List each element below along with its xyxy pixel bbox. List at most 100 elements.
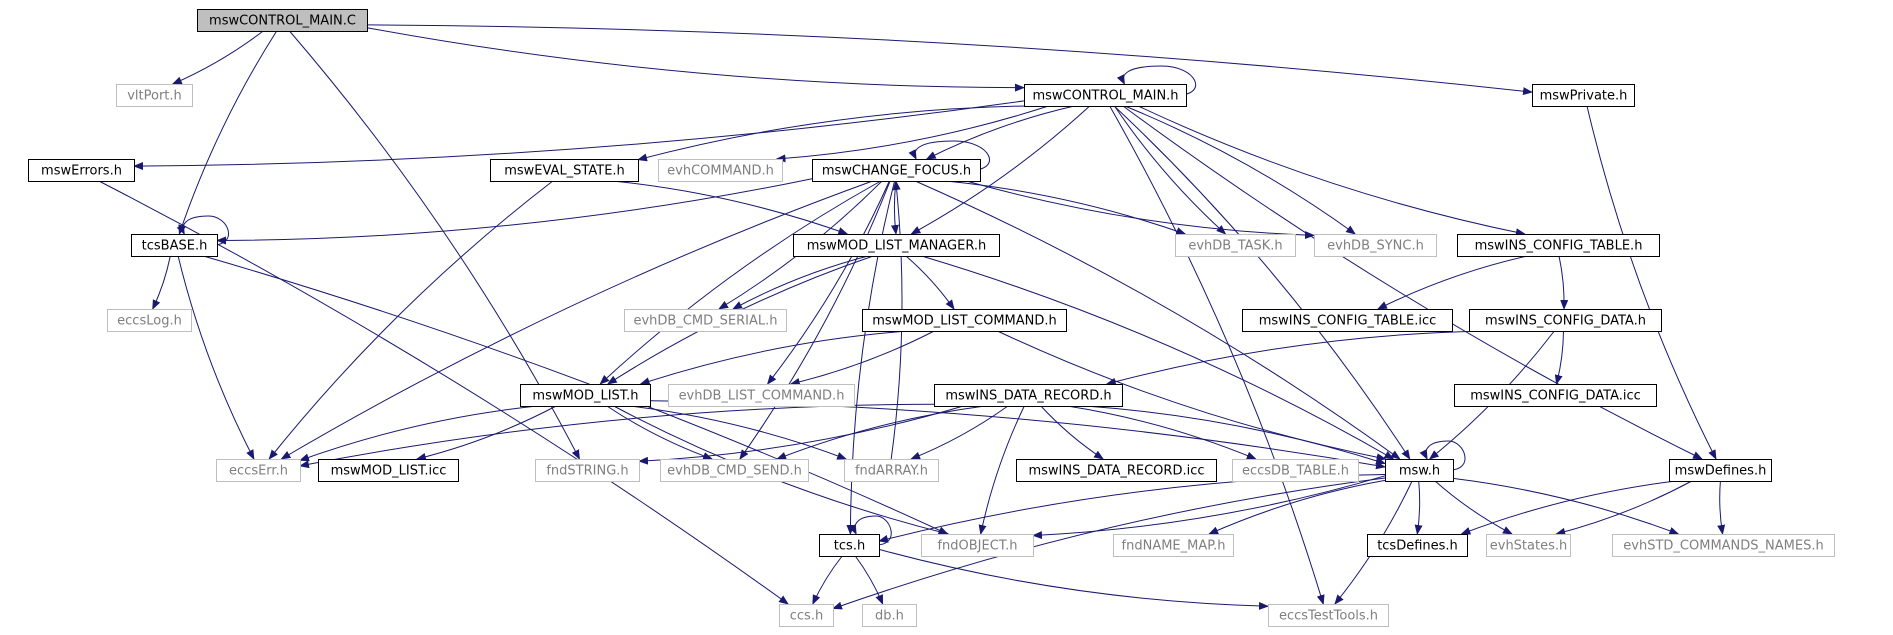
edge-modList-to-cmdSend — [606, 405, 714, 460]
node-box — [779, 604, 834, 627]
node-insCfgData[interactable]: mswINS_CONFIG_DATA.h — [1469, 309, 1662, 332]
edge-tcsBase-to-fndObject — [203, 255, 949, 535]
node-box — [116, 84, 193, 107]
node-box — [819, 534, 880, 557]
edge-modList-to-eccsErr — [299, 405, 538, 462]
node-tcsDefines[interactable]: tcsDefines.h — [1367, 534, 1468, 557]
node-label: evhStates.h — [1490, 539, 1568, 554]
node-eccsLog: eccsLog.h — [107, 309, 192, 332]
node-cmdSerial: evhDB_CMD_SERIAL.h — [624, 309, 787, 332]
node-label: fndARRAY.h — [855, 464, 928, 479]
node-label: mswErrors.h — [41, 164, 122, 179]
edge-modListMgr-to-modListCmd — [905, 255, 955, 310]
node-insDataRec[interactable]: mswINS_DATA_RECORD.h — [934, 384, 1123, 407]
node-label: eccsLog.h — [117, 314, 182, 329]
node-box — [921, 534, 1034, 557]
node-box — [216, 459, 301, 482]
node-box — [1242, 309, 1453, 332]
node-box — [668, 384, 855, 407]
node-modListCmd[interactable]: mswMOD_LIST_COMMAND.h — [862, 309, 1067, 332]
node-fndString: fndSTRING.h — [535, 459, 640, 482]
node-insCfgTable[interactable]: mswINS_CONFIG_TABLE.h — [1457, 234, 1660, 257]
node-mswEval[interactable]: mswEVAL_STATE.h — [490, 159, 639, 182]
edge-ctrlMainH-to-evhSync — [1124, 105, 1357, 235]
edge-mswH-to-evhStates — [1434, 480, 1513, 535]
node-tcsH[interactable]: tcs.h — [819, 534, 880, 557]
edge-insCfgData-to-insCfgDataIcc — [1554, 330, 1564, 385]
node-mswErrors[interactable]: mswErrors.h — [28, 159, 135, 182]
node-label: evhDB_SYNC.h — [1327, 239, 1424, 254]
node-mswH[interactable]: msw.h — [1385, 459, 1454, 482]
edge-mswDefines-to-tcsDefines — [1460, 480, 1676, 535]
node-fndArray: fndARRAY.h — [844, 459, 939, 482]
edge-ctrlMainH-to-modListMgr — [910, 105, 1091, 235]
node-box — [624, 309, 787, 332]
edge-tcsH-to-ccsH — [812, 555, 843, 605]
edge-ctrlMainH-to-eccsTestTools — [1109, 105, 1325, 605]
edge-mswPrivate-to-mswDefines — [1586, 105, 1717, 460]
edge-insDataRec-to-fndObject — [978, 405, 1025, 535]
edge-tcsBase-to-eccsErr — [177, 255, 255, 460]
edge-modListCmd-to-mswH — [997, 330, 1387, 462]
edge-mswH-to-evhStdCmdNames — [1452, 477, 1680, 535]
node-box — [1532, 84, 1635, 107]
edge-mswH-to-fndNameMap — [1208, 479, 1386, 535]
node-ctrlMainH[interactable]: mswCONTROL_MAIN.h — [1024, 84, 1187, 107]
node-evhSync: evhDB_SYNC.h — [1314, 234, 1437, 257]
edge-insCfgData-to-insDataRec — [1105, 330, 1487, 386]
node-label: mswCONTROL_MAIN.C — [209, 14, 356, 29]
node-changeFocus[interactable]: mswCHANGE_FOCUS.h — [812, 159, 981, 182]
edge-changeFocus-to-modListMgr — [890, 180, 899, 235]
node-label: mswMOD_LIST_MANAGER.h — [807, 239, 987, 254]
node-modListMgr[interactable]: mswMOD_LIST_MANAGER.h — [793, 234, 1000, 257]
edge-changeFocus-to-evhTask — [945, 180, 1187, 235]
node-evhTask: evhDB_TASK.h — [1175, 234, 1296, 257]
node-label: tcs.h — [834, 539, 865, 554]
edge-insDataRec-to-eccsDbTable — [1067, 405, 1257, 460]
node-box — [1175, 234, 1296, 257]
node-box — [1268, 604, 1389, 627]
node-label: msw.h — [1399, 464, 1440, 479]
node-mswDefines[interactable]: mswDefines.h — [1669, 459, 1772, 482]
node-label: evhSTD_COMMANDS_NAMES.h — [1623, 539, 1823, 554]
node-label: ccs.h — [790, 609, 823, 624]
node-box — [1457, 234, 1660, 257]
node-box — [658, 159, 783, 182]
edge-modListMgr-to-mswH — [921, 255, 1395, 460]
node-box — [793, 234, 1000, 257]
edge-changeFocus-to-tcsH — [846, 180, 896, 535]
node-label: db.h — [875, 609, 904, 624]
node-insCfgDataIcc[interactable]: mswINS_CONFIG_DATA.icc — [1454, 384, 1657, 407]
edge-insCfgTable-to-insCfgData — [1558, 255, 1569, 310]
node-root[interactable]: mswCONTROL_MAIN.C — [197, 9, 368, 32]
node-modListIcc[interactable]: mswMOD_LIST.icc — [318, 459, 459, 482]
edge-modListCmd-to-listCommand — [789, 330, 935, 386]
node-evhCommand: evhCOMMAND.h — [658, 159, 783, 182]
node-mswPrivate[interactable]: mswPrivate.h — [1532, 84, 1635, 107]
node-label: eccsDB_TABLE.h — [1242, 464, 1349, 479]
edge-insDataRec-to-fndString — [638, 405, 964, 465]
node-listCommand: evhDB_LIST_COMMAND.h — [668, 384, 855, 407]
node-insDataRecIcc[interactable]: mswINS_DATA_RECORD.icc — [1016, 459, 1217, 482]
edge-mswEval-to-eccsErr — [268, 180, 554, 460]
node-box — [1469, 309, 1662, 332]
node-box — [197, 9, 368, 32]
edge-changeFocus-to-eccsErr — [280, 180, 873, 460]
node-tcsBase[interactable]: tcsBASE.h — [131, 234, 218, 257]
node-label: mswMOD_LIST_COMMAND.h — [872, 314, 1057, 329]
node-box — [1232, 459, 1359, 482]
edge-root-to-ctrlMainH — [366, 27, 1025, 92]
node-label: mswINS_CONFIG_TABLE.h — [1475, 239, 1643, 254]
edges-layer — [98, 24, 1726, 610]
edge-mswH-to-tcsH — [878, 474, 1386, 543]
node-insCfgTableIcc[interactable]: mswINS_CONFIG_TABLE.icc — [1242, 309, 1453, 332]
edge-modList-to-modListIcc — [415, 405, 557, 461]
node-box — [812, 159, 981, 182]
node-modList[interactable]: mswMOD_LIST.h — [520, 384, 651, 407]
edge-mswH-to-fndObject — [1032, 475, 1386, 540]
node-box — [1612, 534, 1835, 557]
node-box — [1385, 459, 1454, 482]
edge-changeFocus-to-tcsBase — [216, 178, 813, 245]
